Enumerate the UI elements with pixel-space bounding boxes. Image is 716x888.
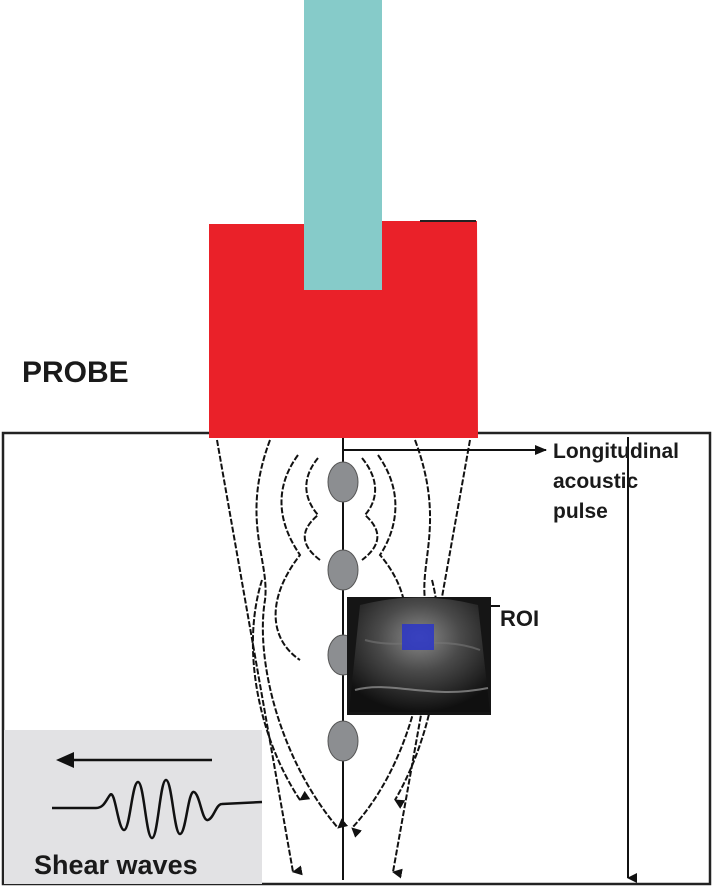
wavefront-right-3: [361, 457, 379, 561]
probe-label: PROBE: [22, 356, 129, 389]
shear-waves-label: Shear waves: [34, 850, 198, 880]
roi-ultrasound-image: [347, 597, 491, 715]
wavefront-left-1: [255, 439, 349, 829]
wavefront-left-2: [274, 454, 302, 661]
probe-shaft: [304, 0, 382, 290]
focal-spot: [327, 549, 359, 591]
pulse-label-line2: acoustic: [553, 470, 639, 493]
wavefront-left-3: [303, 457, 321, 561]
wavefront-left-4: [252, 579, 311, 801]
probe-body: [209, 221, 478, 438]
roi-label: ROI: [500, 606, 539, 631]
pulse-label-line1: Longitudinal: [553, 440, 679, 463]
wave-icon: [52, 778, 263, 840]
focal-spot: [327, 461, 359, 503]
focal-spot: [327, 720, 359, 762]
pulse-label-line3: pulse: [553, 500, 608, 523]
roi-highlight: [402, 624, 434, 650]
left-arrow-icon: [56, 752, 212, 768]
beam-left: [216, 439, 303, 876]
